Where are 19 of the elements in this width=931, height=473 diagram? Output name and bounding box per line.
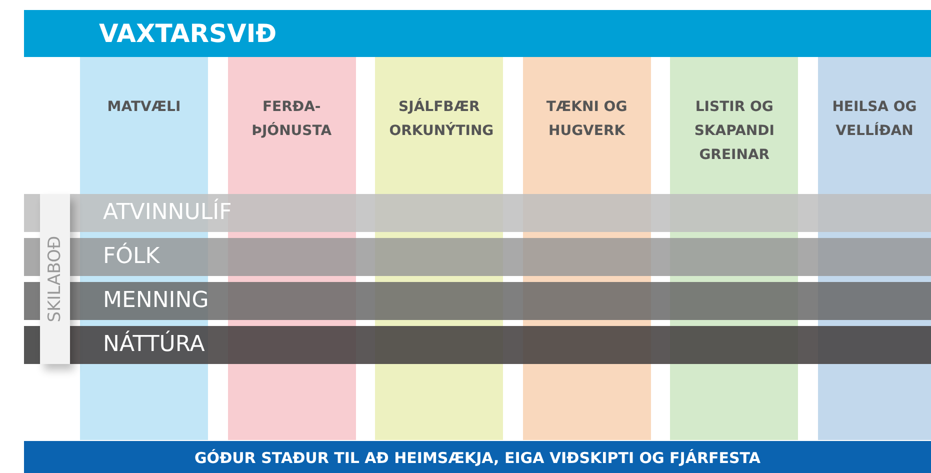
section-heading: VAXTARSVIÐ — [99, 19, 277, 48]
column-heading: HEILSA OG VELLÍÐAN — [832, 98, 917, 141]
side-tab — [40, 194, 70, 364]
band-label: FÓLK — [103, 244, 160, 269]
message-band — [70, 326, 931, 364]
band-label: ATVINNULÍF — [103, 200, 232, 225]
column-heading: TÆKNI OG HUGVERK — [545, 98, 628, 141]
band-label: NÁTTÚRA — [103, 332, 205, 357]
footer-text: GÓÐUR STAÐUR TIL AÐ HEIMSÆKJA, EIGA VIÐSKIPTI OG FJÁRFESTA — [194, 449, 762, 467]
column-heading: MATVÆLI — [106, 98, 182, 117]
band-label: MENNING — [103, 288, 209, 313]
message-band — [70, 282, 931, 320]
side-label: SKILABOÐ — [45, 236, 65, 322]
footer-band — [24, 441, 931, 473]
message-band — [70, 238, 931, 276]
column-heading: LISTIR OG SKAPANDI GREINAR — [693, 98, 776, 165]
column-heading: FERÐA- ÞJÓNUSTA — [250, 98, 333, 141]
header-band — [24, 10, 931, 57]
message-band — [70, 194, 931, 232]
